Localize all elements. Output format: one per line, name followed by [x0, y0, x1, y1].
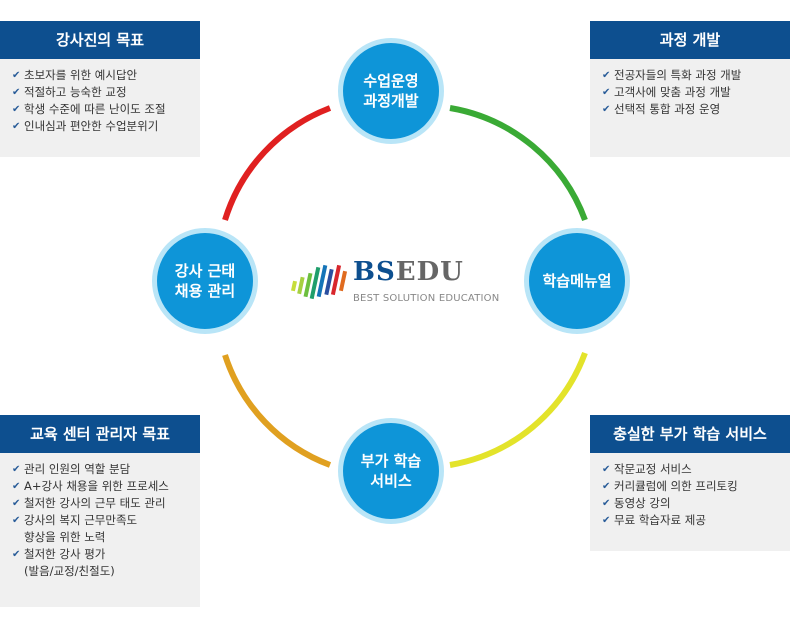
panel-course-development: 과정 개발 ✔전공자들의 특화 과정 개발 ✔고객사에 맞춤 과정 개발 ✔선택… — [590, 21, 790, 157]
check-icon: ✔ — [12, 70, 21, 81]
panel-title: 과정 개발 — [590, 21, 790, 59]
node-additional-service: 부가 학습 서비스 — [338, 418, 444, 524]
arc-top-right — [449, 105, 588, 222]
panel-additional-services: 충실한 부가 학습 서비스 ✔작문교정 서비스 ✔커리큘럼에 의한 프리토킹 ✔… — [590, 415, 790, 551]
check-icon: ✔ — [12, 121, 21, 132]
check-icon: ✔ — [12, 481, 21, 492]
node-instructor-management: 강사 근태 채용 관리 — [152, 228, 258, 334]
check-icon: ✔ — [12, 464, 21, 475]
check-icon: ✔ — [602, 515, 611, 526]
panel-title: 교육 센터 관리자 목표 — [0, 415, 200, 453]
check-icon: ✔ — [12, 87, 21, 98]
panel-title: 충실한 부가 학습 서비스 — [590, 415, 790, 453]
check-icon: ✔ — [602, 498, 611, 509]
check-icon: ✔ — [12, 104, 21, 115]
check-icon: ✔ — [602, 481, 611, 492]
logo-tagline: BEST SOLUTION EDUCATION — [353, 293, 500, 304]
logo-bars-icon — [291, 264, 348, 300]
check-icon: ✔ — [602, 464, 611, 475]
bsedu-logo: BSEDU BEST SOLUTION EDUCATION — [290, 257, 530, 317]
arc-bottom-right — [449, 351, 588, 468]
check-icon: ✔ — [12, 549, 21, 560]
panel-instructor-goals: 강사진의 목표 ✔초보자를 위한 예시답안 ✔적절하고 능숙한 교정 ✔학생 수… — [0, 21, 200, 157]
panel-center-manager-goals: 교육 센터 관리자 목표 ✔관리 인원의 역할 분담 ✔A+강사 채용을 위한 … — [0, 415, 200, 607]
logo-wordmark: BSEDU — [353, 257, 464, 287]
check-icon: ✔ — [12, 515, 21, 526]
check-icon: ✔ — [602, 87, 611, 98]
node-learning-manual: 학습메뉴얼 — [524, 228, 630, 334]
arc-bottom-left — [222, 354, 332, 468]
node-class-operation: 수업운영 과정개발 — [338, 38, 444, 144]
check-icon: ✔ — [12, 498, 21, 509]
panel-title: 강사진의 목표 — [0, 21, 200, 59]
check-icon: ✔ — [602, 70, 611, 81]
check-icon: ✔ — [602, 104, 611, 115]
arc-top-left — [222, 105, 332, 221]
